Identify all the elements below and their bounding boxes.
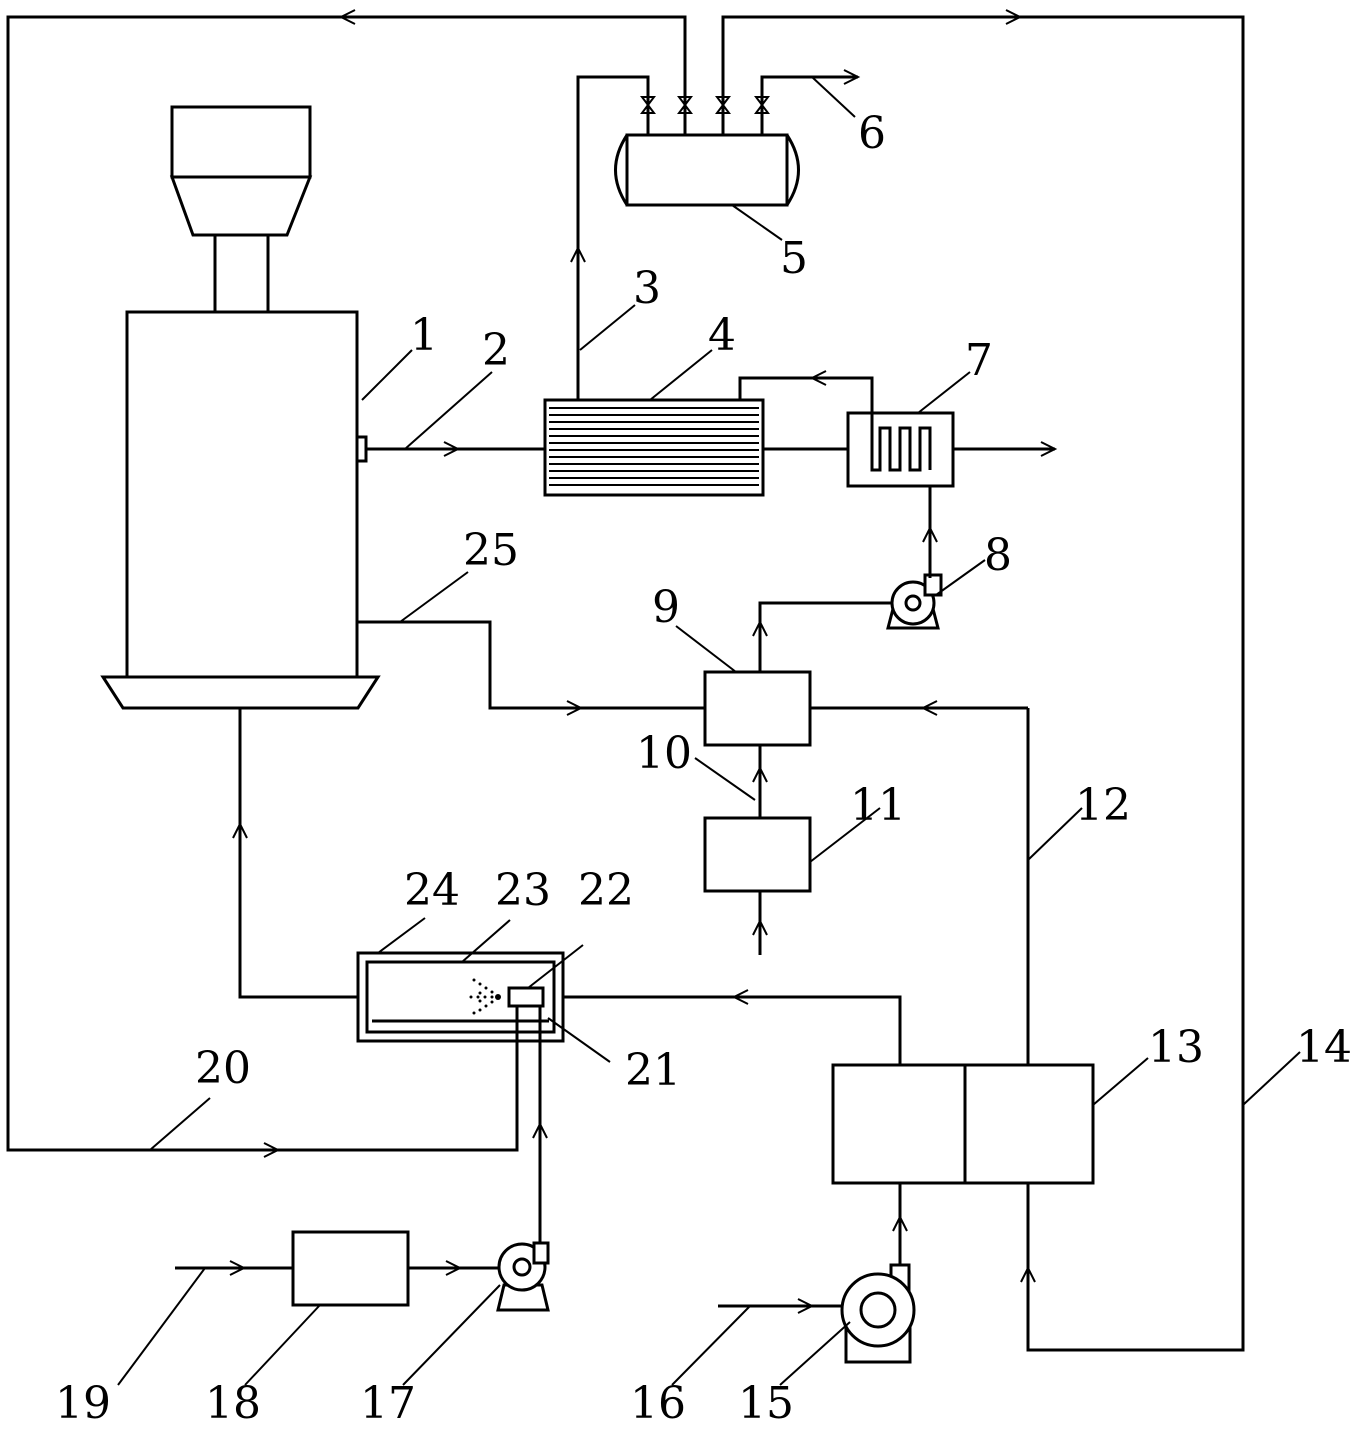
label-12: 12: [1075, 780, 1131, 831]
number-labels: 1 2 3 4 5 6 7 8 9 10 11 12 13 14 15 16 1…: [55, 108, 1352, 1429]
spray-dot: [490, 995, 494, 999]
label-5: 5: [780, 233, 808, 284]
mixer-box: [703, 670, 812, 747]
label-8: 8: [984, 530, 1012, 581]
spray-dot: [478, 991, 482, 995]
spray-dot: [484, 986, 488, 990]
label-22: 22: [578, 865, 634, 916]
label-10: 10: [636, 728, 692, 779]
spray-dot: [483, 995, 487, 999]
spray-dot: [478, 999, 482, 1003]
spray-dot: [478, 1008, 482, 1012]
pump-17: [496, 1241, 550, 1312]
flow-arrows: [229, 9, 1058, 1314]
spray-dot: [490, 1000, 494, 1004]
gas-storage-tank: [614, 133, 800, 207]
leader-lines: [117, 76, 1301, 1386]
pump-8: [886, 573, 943, 630]
tank-valves: [640, 87, 770, 135]
label-18: 18: [205, 1378, 261, 1428]
label-1: 1: [410, 310, 438, 361]
label-16: 16: [630, 1378, 686, 1428]
label-19: 19: [55, 1378, 111, 1428]
spray-dot: [476, 995, 480, 999]
label-15: 15: [738, 1378, 794, 1428]
gasifier-furnace: [100, 310, 381, 710]
spray-dot: [472, 1011, 476, 1015]
cooler: [846, 411, 955, 488]
spray-dot: [490, 990, 494, 994]
label-7: 7: [965, 335, 993, 386]
blower-15: [840, 1263, 916, 1364]
label-14: 14: [1296, 1022, 1352, 1073]
label-23: 23: [495, 865, 551, 916]
water-treatment-box: [291, 1230, 410, 1307]
label-6: 6: [858, 108, 886, 159]
label-13: 13: [1148, 1022, 1204, 1073]
label-11: 11: [850, 780, 906, 831]
label-17: 17: [360, 1378, 416, 1428]
preheater-13: [831, 1063, 1095, 1185]
evaporator-24: [356, 951, 565, 1043]
spray-dot: [478, 982, 482, 986]
spray-dot: [472, 978, 476, 982]
spray-dot: [469, 995, 473, 999]
hopper: [169, 105, 313, 312]
label-2: 2: [482, 325, 510, 376]
label-24: 24: [404, 865, 460, 916]
filter-box: [703, 816, 812, 893]
label-4: 4: [708, 310, 736, 361]
label-20: 20: [195, 1043, 251, 1094]
label-3: 3: [633, 263, 661, 314]
label-9: 9: [652, 582, 680, 633]
label-25: 25: [463, 525, 519, 576]
label-21: 21: [625, 1045, 681, 1096]
spray-dot: [484, 1004, 488, 1008]
heat-exchanger: [543, 398, 765, 497]
